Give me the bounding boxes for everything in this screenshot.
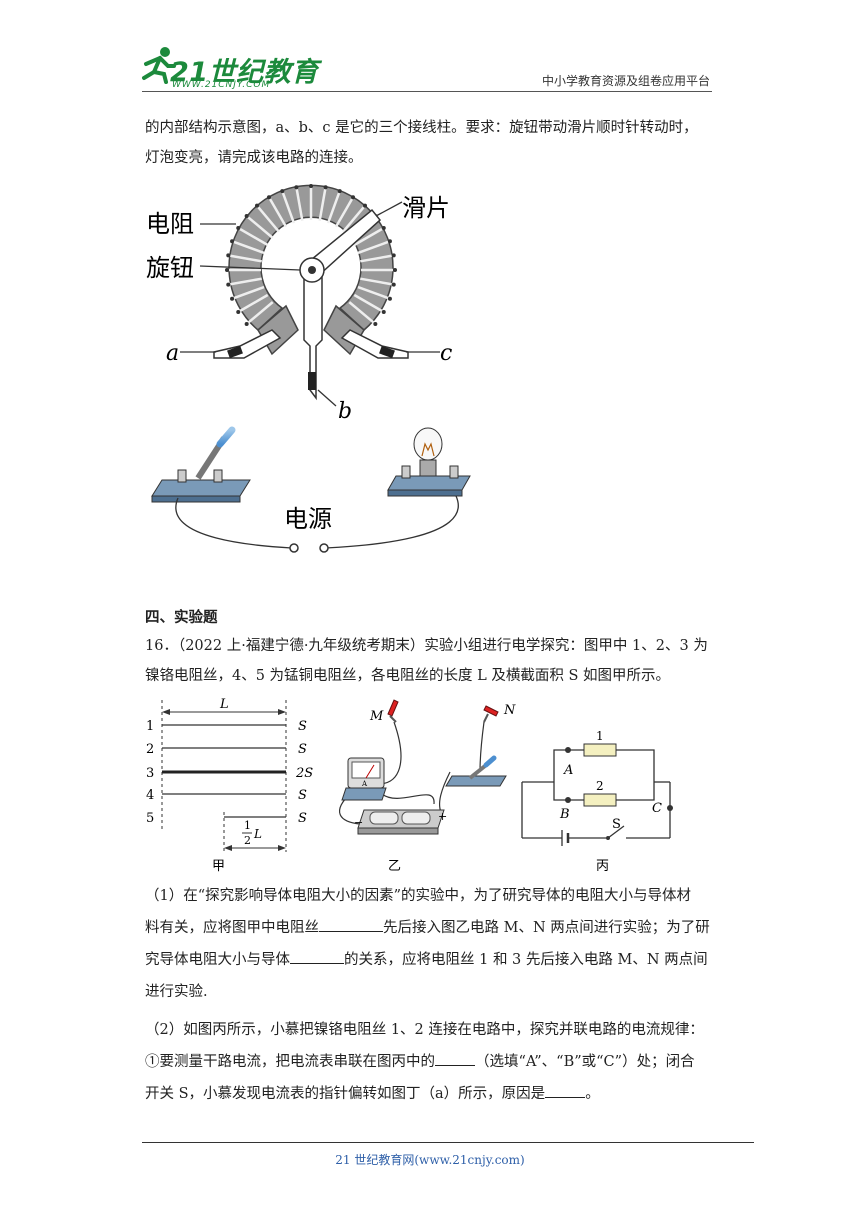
wire-5: 5 S (146, 811, 307, 826)
battery-icon: − + (354, 809, 447, 835)
part1-line-2: 料有关，应将图甲中电阻丝先后接入图乙电路 M、N 两点间进行实验；为了研 (145, 920, 710, 936)
svg-text:S: S (298, 742, 307, 757)
svg-text:3: 3 (146, 766, 154, 781)
potentiometer-figure: 电阻 旋钮 滑片 a c b 电源 (146, 184, 471, 553)
svg-text:2: 2 (244, 834, 251, 847)
svg-text:S: S (298, 788, 307, 803)
blank-3[interactable] (435, 1065, 475, 1066)
resistor-1 (583, 743, 617, 757)
svg-text:2S: 2S (295, 766, 313, 781)
length-label: L (219, 697, 229, 712)
svg-text:S: S (298, 719, 307, 734)
svg-text:B: B (559, 807, 570, 822)
section-title: 四、实验题 (145, 609, 218, 626)
q16-line-2: 镍铬电阻丝，4、5 为锰铜电阻丝，各电阻丝的长度 L 及横截面积 S 如图甲所示… (145, 668, 671, 684)
svg-text:5: 5 (146, 811, 154, 826)
svg-text:2: 2 (596, 779, 604, 793)
svg-text:N: N (503, 703, 516, 718)
label-a: a (166, 341, 179, 366)
intro-line-1: 的内部结构示意图，a、b、c 是它的三个接线柱。要求：旋钮带动滑片顺时针转动时， (145, 120, 698, 136)
platform-title: 中小学教育资源及组卷应用平台 (541, 74, 710, 88)
blank-1[interactable] (319, 931, 383, 932)
node-c (667, 805, 673, 811)
logo-url: WWW.21CNJY.COM (172, 80, 271, 90)
part2-line-3: 开关 S，小慕发现电流表的指针偏转如图丁（a）所示，原因是。 (145, 1086, 600, 1102)
node-a (565, 747, 571, 753)
label-b: b (338, 399, 352, 424)
switch-s (607, 825, 625, 839)
wire-1: 1 S (146, 719, 307, 734)
svg-text:1: 1 (244, 819, 251, 832)
figure-bing: 1 2 A B C S 丙 (521, 729, 673, 872)
footer-text: 21 世纪教育网(www.21cnjy.com) (335, 1153, 525, 1167)
wire-2: 2 S (146, 742, 307, 757)
logo-text: 21世纪教育 (170, 57, 319, 88)
footer-divider (142, 1142, 754, 1143)
svg-text:A: A (563, 763, 573, 778)
wire-3: 3 2S (146, 766, 313, 781)
wire-4: 4 S (146, 788, 307, 803)
resistor-2 (583, 793, 617, 807)
svg-text:M: M (369, 709, 384, 724)
part1-line-3: 究导体电阻大小与导体的关系，应将电阻丝 1 和 3 先后接入电路 M、N 两点间 (145, 952, 708, 968)
label-resistor: 电阻 (146, 210, 194, 238)
clip-m-icon (387, 699, 399, 723)
clip-n-icon (483, 705, 499, 723)
switch-icon-yi (445, 755, 507, 787)
label-slider: 滑片 (402, 194, 450, 222)
part1-line-4: 进行实验. (145, 984, 208, 1000)
svg-text:C: C (652, 801, 662, 816)
switch-icon (151, 426, 251, 503)
q16-line-1: 16．（2022 上·福建宁德·九年级统考期末）实验小组进行电学探究：图甲中 1… (145, 638, 708, 654)
svg-text:+: + (438, 810, 447, 823)
header-divider (142, 91, 712, 92)
svg-text:1: 1 (596, 729, 604, 743)
part2-line-1: （2）如图丙所示，小慕把镍铬电阻丝 1、2 连接在电路中，探究并联电路的电流规律… (145, 1022, 704, 1038)
svg-text:2: 2 (146, 742, 154, 757)
blank-2[interactable] (290, 963, 344, 964)
caption-jia: 甲 (212, 859, 225, 872)
svg-text:L: L (253, 827, 262, 841)
svg-text:4: 4 (146, 788, 154, 803)
label-knob: 旋钮 (146, 254, 194, 282)
label-power: 电源 (284, 505, 332, 533)
svg-text:S: S (612, 817, 621, 832)
svg-text:S: S (298, 811, 307, 826)
blank-4[interactable] (545, 1097, 586, 1098)
bulb-icon (387, 427, 471, 497)
part1-line-1: （1）在“探究影响导体电阻大小的因素”的实验中，为了研究导体的电阻大小与导体材 (145, 888, 692, 904)
node-b (565, 797, 571, 803)
logo-runner-icon (142, 47, 176, 84)
figure-yi: M N A − + 乙 (338, 699, 516, 872)
figure-jia: L 1 S 2 S 3 2S 4 S 5 S 1 2 L 甲 (146, 697, 313, 872)
part2-line-2: ①要测量干路电流，把电流表串联在图丙中的（选填“A”、“B”或“C”）处；闭合 (145, 1054, 695, 1070)
label-c: c (440, 341, 452, 366)
caption-yi: 乙 (388, 859, 401, 872)
resistor-coil (225, 184, 397, 332)
svg-text:−: − (354, 816, 363, 829)
svg-text:1: 1 (146, 719, 154, 734)
svg-text:A: A (361, 780, 368, 788)
intro-line-2: 灯泡变亮，请完成该电路的连接。 (145, 150, 363, 166)
ammeter-icon: A (341, 757, 387, 801)
caption-bing: 丙 (596, 859, 609, 872)
